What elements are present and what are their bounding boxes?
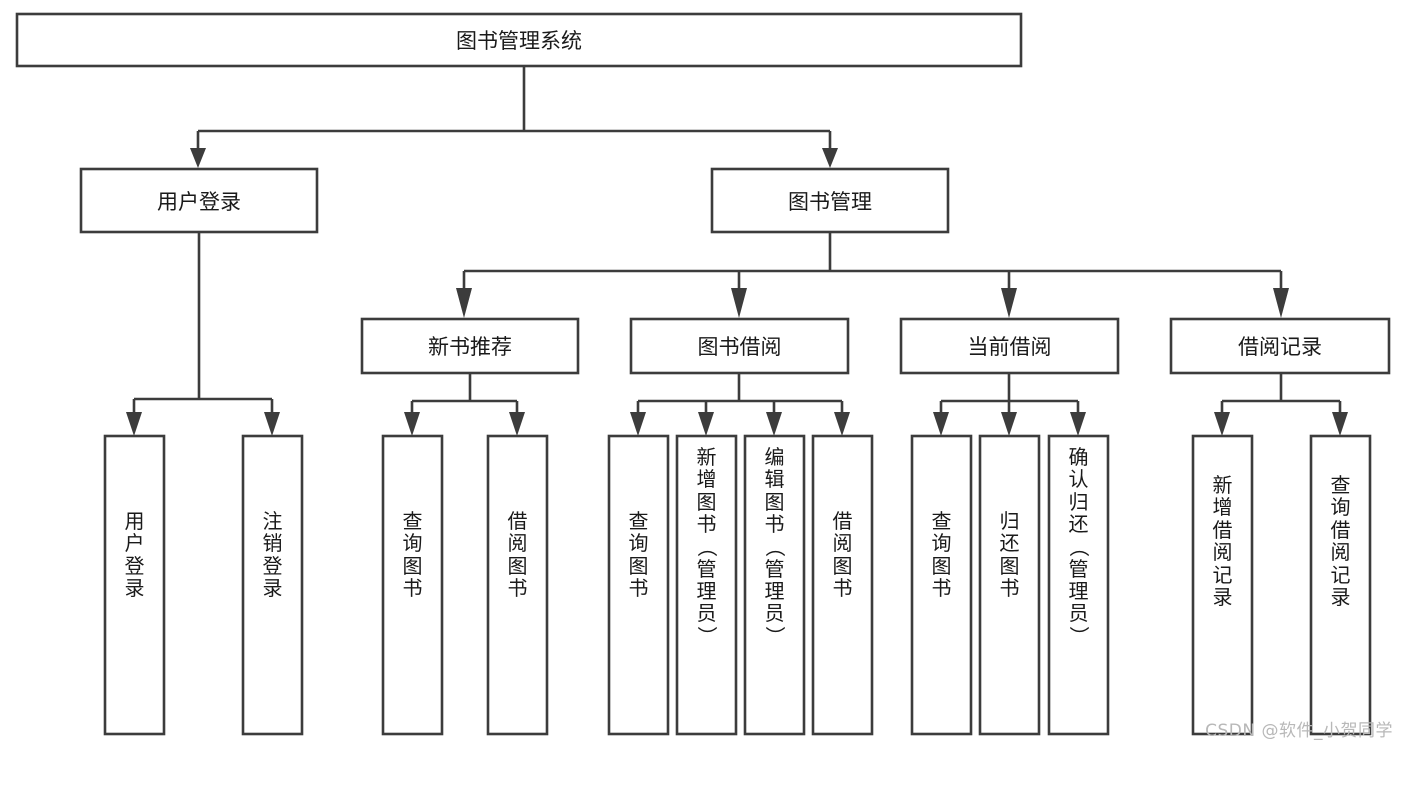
arrow-leaf-edit-book-icon (766, 412, 782, 436)
leaf-box-query-book-1[interactable] (381, 434, 444, 736)
arrow-to-current-borrow-icon (1001, 288, 1017, 318)
arrow-leaf-logout-icon (264, 412, 280, 436)
leaf-box-query-book-3[interactable] (910, 434, 973, 736)
flowchart-svg (15, 12, 1391, 736)
leaf-box-return-book[interactable] (978, 434, 1041, 736)
arrow-leaf-borrow-book-1-icon (509, 412, 525, 436)
leaf-box-add-book[interactable] (675, 434, 738, 736)
arrow-leaf-add-record-icon (1214, 412, 1230, 436)
leaf-box-query-record[interactable] (1309, 434, 1372, 736)
leaf-box-logout[interactable] (241, 434, 304, 736)
node-user-login-box[interactable] (79, 167, 319, 234)
arrow-leaf-query-book-1-icon (404, 412, 420, 436)
arrow-to-book-borrow-icon (731, 288, 747, 318)
arrow-leaf-confirm-return-icon (1070, 412, 1086, 436)
leaf-box-add-record[interactable] (1191, 434, 1254, 736)
node-new-book-rec-box[interactable] (360, 317, 580, 375)
node-current-borrow-box[interactable] (899, 317, 1120, 375)
leaf-box-query-book-2[interactable] (607, 434, 670, 736)
leaf-box-borrow-book-1[interactable] (486, 434, 549, 736)
arrow-leaf-add-book-icon (698, 412, 714, 436)
arrow-leaf-query-book-2-icon (630, 412, 646, 436)
arrow-to-new-book-rec-icon (456, 288, 472, 318)
arrow-leaf-user-login-icon (126, 412, 142, 436)
arrow-to-book-mgmt-icon (822, 148, 838, 168)
leaf-box-confirm-return[interactable] (1047, 434, 1110, 736)
leaf-box-edit-book[interactable] (743, 434, 806, 736)
arrow-leaf-borrow-book-2-icon (834, 412, 850, 436)
node-root-box[interactable] (15, 12, 1023, 68)
arrow-to-user-login-icon (190, 148, 206, 168)
node-book-mgmt-box[interactable] (710, 167, 950, 234)
leaf-box-borrow-book-2[interactable] (811, 434, 874, 736)
node-book-borrow-box[interactable] (629, 317, 850, 375)
diagram-canvas: 图书管理系统 用户登录 图书管理 新书推荐 图书借阅 当前借阅 借阅记录 用户登… (15, 12, 1393, 741)
arrow-to-borrow-record-icon (1273, 288, 1289, 318)
leaf-box-user-login[interactable] (103, 434, 166, 736)
arrow-leaf-return-book-icon (1001, 412, 1017, 436)
node-borrow-record-box[interactable] (1169, 317, 1391, 375)
arrow-leaf-query-record-icon (1332, 412, 1348, 436)
arrow-leaf-query-book-3-icon (933, 412, 949, 436)
